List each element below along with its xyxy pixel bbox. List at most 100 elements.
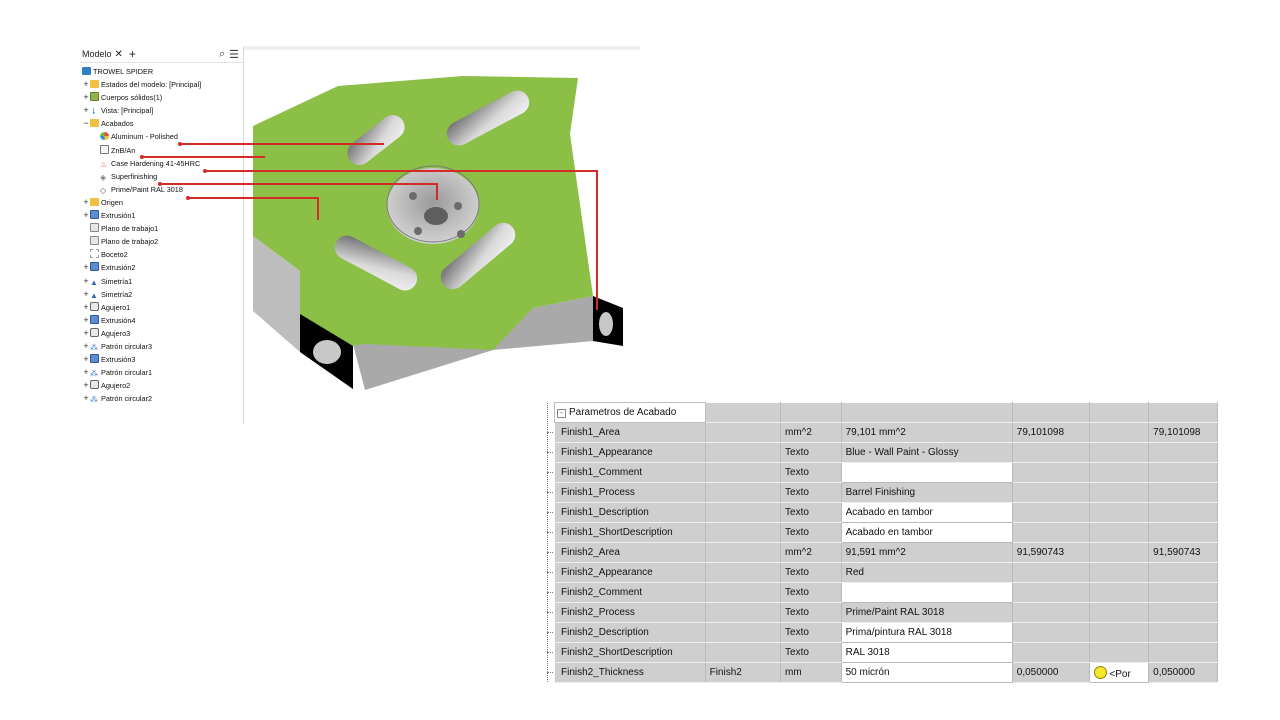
param-expr-cell[interactable]: 50 micrón xyxy=(840,662,1013,683)
tree-item[interactable]: +Agujero2 xyxy=(80,379,243,392)
search-icon[interactable]: ⌕ xyxy=(218,47,226,60)
expander-icon[interactable]: − xyxy=(83,118,89,129)
expander-icon[interactable]: + xyxy=(83,262,89,273)
tree-root[interactable]: TROWEL SPIDER xyxy=(80,65,243,78)
expander-icon[interactable]: + xyxy=(83,288,89,299)
param-expr-cell[interactable]: 91,591 mm^2 xyxy=(840,542,1013,563)
tree-item[interactable]: +▲Simetría2 xyxy=(80,288,243,301)
expander-icon[interactable]: + xyxy=(83,210,89,221)
tree-item[interactable]: −Acabados xyxy=(80,117,243,130)
param-expr-cell[interactable]: Barrel Finishing xyxy=(840,482,1013,503)
tree-item-label: Boceto2 xyxy=(101,250,128,260)
param-expr-cell[interactable]: RAL 3018 xyxy=(840,642,1013,663)
tree-item[interactable]: +Extrusión3 xyxy=(80,353,243,366)
param-expr-cell[interactable]: Prime/Paint RAL 3018 xyxy=(840,602,1013,623)
param-tol-cell[interactable]: <Por xyxy=(1089,662,1150,683)
tree-item[interactable]: +⁂Patrón circular2 xyxy=(80,392,243,405)
menu-icon[interactable]: ☰ xyxy=(229,48,239,61)
param-tol-cell[interactable] xyxy=(1089,422,1150,443)
param-tol-cell[interactable] xyxy=(1089,542,1150,563)
param-expr-cell[interactable]: 79,101 mm^2 xyxy=(840,422,1013,443)
param-tol-cell[interactable] xyxy=(1089,502,1150,523)
expander-icon[interactable]: + xyxy=(83,314,89,325)
param-tol-cell[interactable] xyxy=(1089,642,1150,663)
tree-item[interactable]: ZnB/An xyxy=(80,144,243,157)
tree-item[interactable]: ♨Case Hardening 41-45HRC xyxy=(80,157,243,170)
tree-item[interactable]: +Extrusión4 xyxy=(80,314,243,327)
tree-item[interactable]: +⁂Patrón circular3 xyxy=(80,340,243,353)
add-tab-icon[interactable]: + xyxy=(128,47,136,61)
part-3d-view[interactable] xyxy=(243,46,640,424)
param-tol-cell[interactable] xyxy=(1089,442,1150,463)
tree-item[interactable]: +Cuerpos sólidos(1) xyxy=(80,91,243,104)
tree-item[interactable]: ◇Prime/Paint RAL 3018 xyxy=(80,183,243,196)
param-expr-cell[interactable]: Red xyxy=(840,562,1013,583)
param-tol-cell[interactable] xyxy=(1089,582,1150,603)
tree-item[interactable]: +Extrusión1 xyxy=(80,209,243,222)
param-tol-cell[interactable] xyxy=(1089,522,1150,543)
tab-model[interactable]: Modelo xyxy=(82,49,112,59)
param-tol-cell[interactable] xyxy=(1089,562,1150,583)
expander-icon[interactable]: + xyxy=(83,301,89,312)
param-expr-cell[interactable] xyxy=(840,582,1013,603)
tree-items: +Estados del modelo: [Principal]+Cuerpos… xyxy=(80,78,243,405)
section-row[interactable]: -Parametros de Acabado xyxy=(540,402,1218,423)
param-expr-cell[interactable]: Acabado en tambor xyxy=(840,502,1013,523)
param-expr-cell[interactable]: Blue - Wall Paint - Glossy xyxy=(840,442,1013,463)
tree-item[interactable]: +Agujero3 xyxy=(80,327,243,340)
param-tol-cell[interactable] xyxy=(1089,482,1150,503)
tree-item[interactable]: +Extrusión2 xyxy=(80,261,243,274)
graphics-viewport[interactable] xyxy=(243,46,640,424)
expander-icon[interactable]: + xyxy=(83,275,89,286)
expander-icon[interactable]: + xyxy=(83,393,89,404)
tree-item[interactable]: Aluminum - Polished xyxy=(80,130,243,143)
extrusion-icon xyxy=(90,354,99,364)
param-expr-cell[interactable]: Acabado en tambor xyxy=(840,522,1013,543)
param-tol-cell[interactable] xyxy=(1089,462,1150,483)
tree-item[interactable]: Plano de trabajo1 xyxy=(80,222,243,235)
close-icon[interactable]: ✕ xyxy=(114,48,123,60)
tree-item[interactable]: Plano de trabajo2 xyxy=(80,235,243,248)
tolerance-icon[interactable] xyxy=(1094,665,1108,679)
param-tol-cell[interactable] xyxy=(1089,602,1150,623)
expander-icon[interactable]: + xyxy=(83,196,89,207)
section-header[interactable]: -Parametros de Acabado xyxy=(554,402,706,423)
param-expr-cell[interactable] xyxy=(840,462,1013,483)
tree-item[interactable]: ◈Superfinishing xyxy=(80,170,243,183)
tree-item[interactable]: +⇂Vista: [Principal] xyxy=(80,104,243,117)
tree-item[interactable]: +Agujero1 xyxy=(80,301,243,314)
param-ref-cell xyxy=(704,502,782,523)
tree-guide xyxy=(540,602,555,623)
tree-item[interactable]: Boceto2 xyxy=(80,248,243,261)
param-tol-cell[interactable] xyxy=(1089,622,1150,643)
tree-item[interactable]: +Origen xyxy=(80,196,243,209)
expander-icon[interactable]: + xyxy=(83,79,89,90)
tree-item[interactable]: +⁂Patrón circular1 xyxy=(80,366,243,379)
expander-icon[interactable]: + xyxy=(83,380,89,391)
expander-icon[interactable]: + xyxy=(83,105,89,116)
collapse-icon[interactable]: - xyxy=(557,409,566,418)
expander-icon[interactable]: + xyxy=(83,367,89,378)
expander-icon[interactable]: + xyxy=(83,92,89,103)
expander-icon[interactable]: + xyxy=(83,354,89,365)
param-expr-cell[interactable]: Prima/pintura RAL 3018 xyxy=(840,622,1013,643)
tree-item[interactable]: +Estados del modelo: [Principal] xyxy=(80,78,243,91)
expander-icon[interactable]: + xyxy=(83,340,89,351)
param-nominal-cell xyxy=(1011,622,1091,643)
tree-item[interactable]: +▲Simetría1 xyxy=(80,275,243,288)
expander-icon[interactable]: + xyxy=(83,327,89,338)
param-nominal-cell xyxy=(1011,482,1091,503)
